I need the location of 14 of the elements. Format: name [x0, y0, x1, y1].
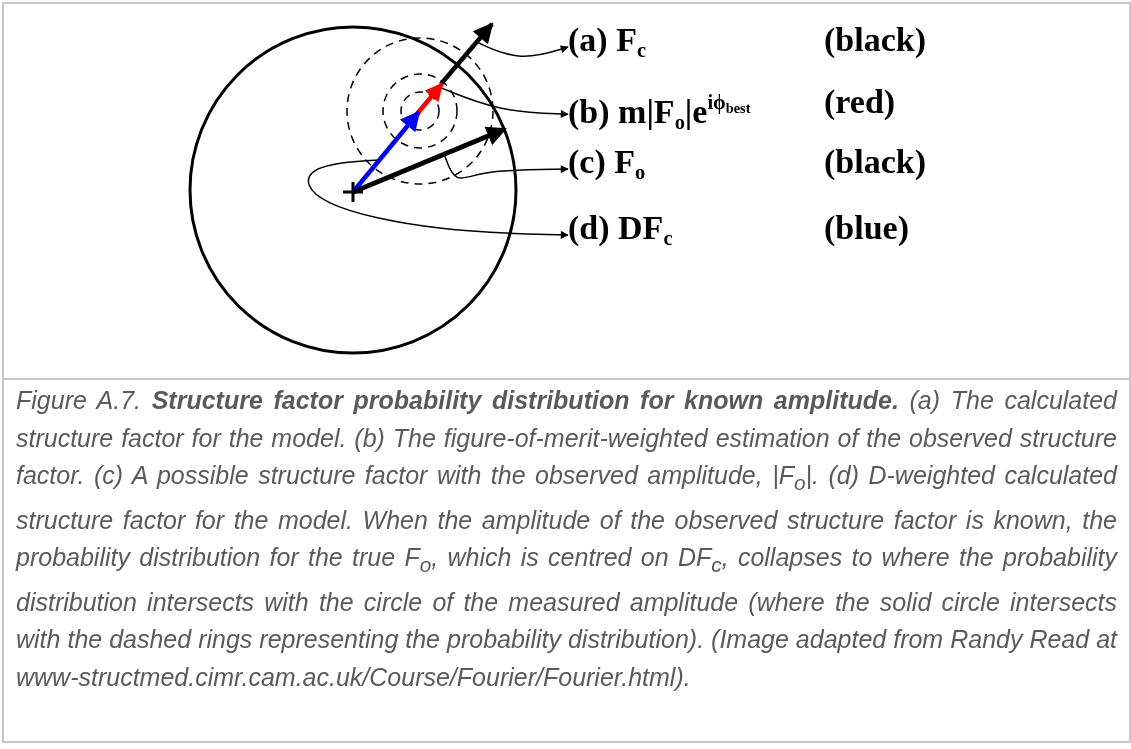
color-note: (black) — [824, 142, 926, 182]
figure-caption: Figure A.7. Structure factor probability distribution for known amplitude. (a) The calculated structure factor for the model. (b) The figure-of-merit-weighted estimation of the observed structure factor. (c) A possible structure factor with the observed amplitude, |F$_{o}$|. (d) D-weighted calculated structure factor for the model. When the amplitude of the observed structure factor is known, the probability distribution for the true F$_{o}$, which is centred on DF$_{c}$, collapses to where the probability distribution intersects with the circle of the measured amplitude (where the solid circle intersects with the dashed rings representing the probability distribution). (Image adapted from Randy Read at www-structmed.cimr.cam.ac.uk/Course/Fourier/Fourier.html). — [2, 378, 1131, 743]
vector-arrow — [351, 110, 421, 194]
vector-arrow — [439, 22, 494, 86]
vector-label: (a) F$_{c}$ — [568, 20, 646, 71]
color-note: (blue) — [824, 208, 909, 248]
leader-line — [307, 159, 569, 239]
color-note: (red) — [824, 82, 896, 122]
color-note: (black) — [824, 20, 926, 60]
leader-line — [475, 41, 569, 57]
vector-arrow — [352, 126, 507, 195]
leader-line — [443, 153, 569, 179]
vector-label: (c) F$_{o}$ — [568, 142, 646, 193]
vector-label: (d) DF$_{c}$ — [568, 208, 673, 259]
